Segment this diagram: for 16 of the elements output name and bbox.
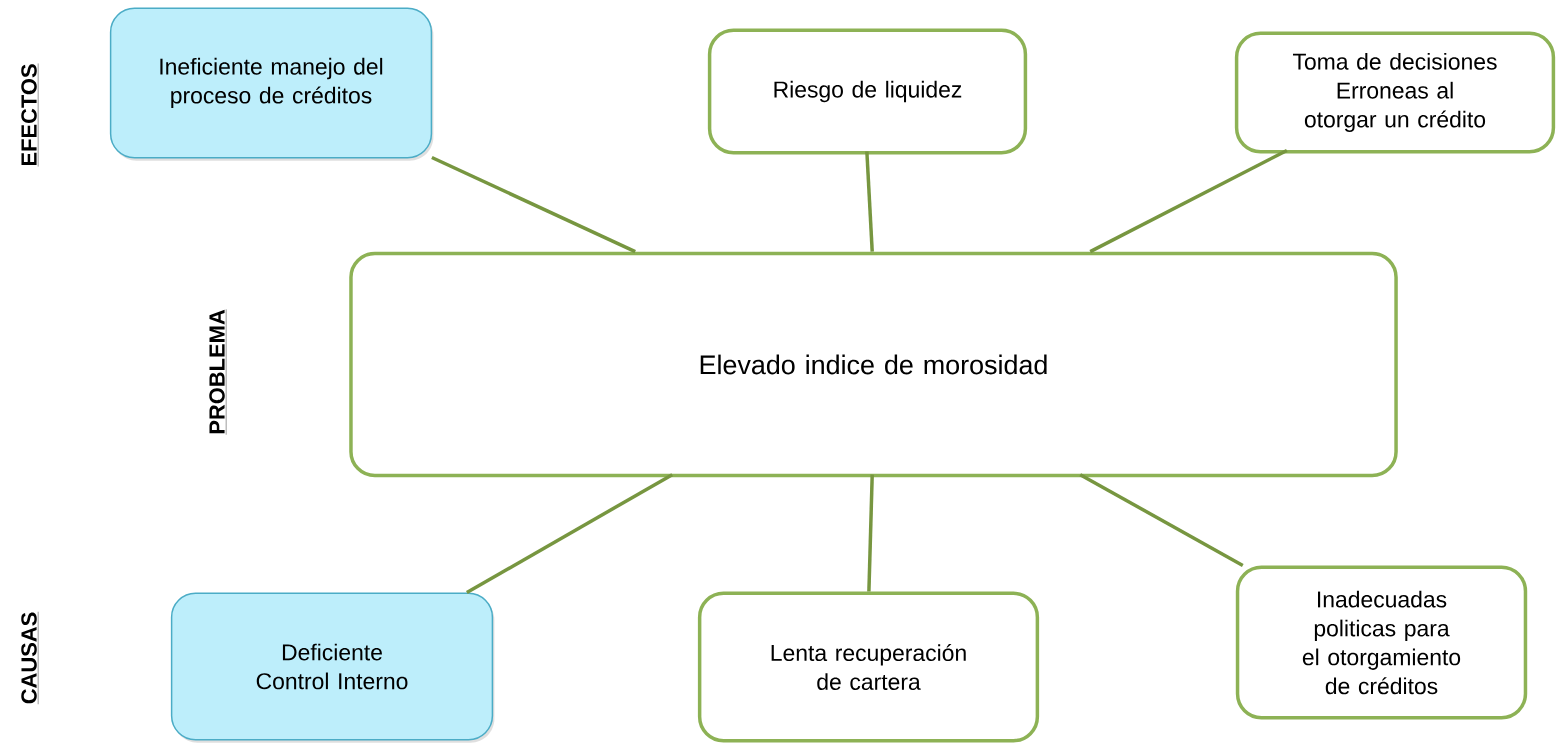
cause-box: Inadecuadas politicas para el otorgamiento de créditos <box>1235 565 1528 720</box>
problem-box: Elevado indice de morosidad <box>349 251 1398 478</box>
connector-line <box>867 474 874 592</box>
connector-line <box>1089 148 1288 254</box>
connector-line <box>466 473 674 595</box>
effect-box: Ineficiente manejo del proceso de créditos <box>109 7 434 161</box>
section-label: CAUSAS <box>21 611 39 705</box>
connector-line <box>1079 473 1244 568</box>
connector-line <box>865 151 874 252</box>
section-label: PROBLEMA <box>209 309 227 435</box>
connector-line <box>431 155 636 254</box>
cause-box: Lenta recuperación de cartera <box>697 591 1040 743</box>
section-label: EFECTOS <box>21 63 39 167</box>
effect-box: Riesgo de liquidez <box>707 28 1028 155</box>
cause-box: Deficiente Control Interno <box>170 592 495 743</box>
effect-box: Toma de decisiones Erroneas al otorgar un crédito <box>1234 31 1556 154</box>
